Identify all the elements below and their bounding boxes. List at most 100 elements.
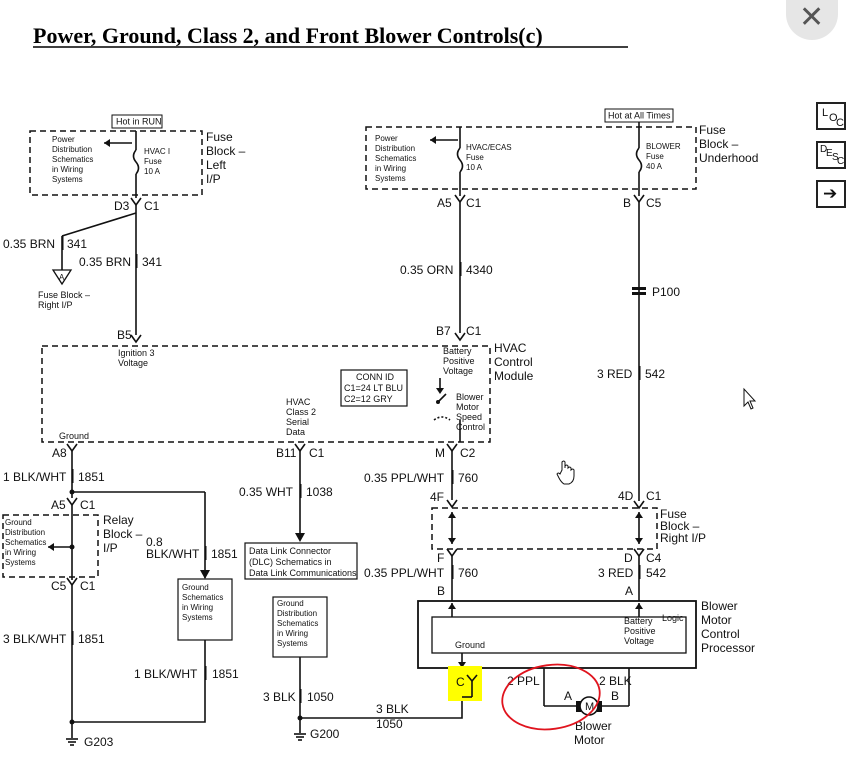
wire-1038: 1038	[306, 485, 333, 499]
blower-motor-label: Blower Motor	[574, 719, 615, 747]
hvac-ground-label: Ground	[59, 431, 89, 441]
hvac-ecas-fuse-label: HVAC/ECAS Fuse 10 A	[466, 143, 514, 172]
pin-a8: A8	[52, 446, 67, 460]
splice-p100: P100	[652, 285, 680, 299]
wire-035-brn-b: 0.35 BRN	[79, 255, 131, 269]
wire-341-b: 341	[142, 255, 162, 269]
fuse-block-left-label: Fuse Block – Left I/P	[206, 130, 249, 186]
power-dist-schem-under: Power Distribution Schematics in Wiring …	[375, 134, 419, 183]
svg-text:A: A	[59, 273, 65, 282]
pin-b11-c1: C1	[309, 446, 325, 460]
motor-m-label: M	[585, 701, 594, 713]
wire-1050-b: 1050	[376, 717, 403, 731]
wire-760-a: 760	[458, 471, 478, 485]
wire-035-ppl-wht-a: 0.35 PPL/WHT	[364, 471, 445, 485]
pin-4f: 4F	[430, 490, 444, 504]
pin-d3: D3	[114, 199, 130, 213]
hot-at-all-times-label: Hot at All Times	[608, 111, 671, 121]
pin-c5-relay: C5	[51, 579, 67, 593]
wire-1851-b: 1851	[211, 547, 238, 561]
ground-schem-box-2	[272, 596, 328, 658]
motor-pin-b: B	[611, 689, 619, 703]
next-button[interactable]: ➔	[816, 180, 846, 208]
close-button[interactable]: ✕	[786, 0, 838, 40]
bmcp-label: Blower Motor Control Processor	[701, 599, 755, 655]
wire-035-ppl-wht-b: 0.35 PPL/WHT	[364, 566, 445, 580]
fuse-block-underhood-box	[365, 126, 697, 190]
relay-block-box	[2, 514, 99, 578]
wire-2-blk: 2 BLK	[599, 674, 632, 688]
ground-schem-text-1: Ground Schematics in Wiring Systems	[182, 583, 226, 622]
bmcp-logic-box	[431, 616, 687, 654]
dlc-text: Data Link Connector (DLC) Schematics in …	[249, 546, 357, 578]
page-title: Power, Ground, Class 2, and Front Blower…	[33, 23, 543, 48]
pin-b11: B11	[276, 446, 297, 460]
pin-b5: B5	[117, 328, 132, 342]
wire-341-a: 341	[67, 237, 87, 251]
pin-a5-under: A5	[437, 196, 452, 210]
hot-in-run-label: Hot in RUN	[116, 117, 162, 127]
fuse-block-left-box	[29, 130, 203, 196]
pin-c-bmcp: C	[456, 675, 465, 689]
ground-schem-box-1	[177, 578, 233, 641]
conn-id-box	[340, 369, 408, 407]
wire-3-blk-b: 3 BLK	[376, 702, 409, 716]
wire-035-orn: 0.35 ORN	[400, 263, 453, 277]
wire-1851-a: 1851	[78, 470, 105, 484]
ground-g203: G203	[84, 735, 114, 749]
pin-b-bmcp: B	[437, 584, 445, 598]
pin-b-under: B	[623, 196, 631, 210]
motor-pin-a: A	[564, 689, 572, 703]
wire-3-red-b: 3 RED	[598, 566, 634, 580]
wire-035-brn-a: 0.35 BRN	[3, 237, 55, 251]
blower-fuse-label: BLOWER Fuse 40 A	[646, 142, 683, 171]
ground-dist-schem-relay: Ground Distribution Schematics in Wiring…	[5, 518, 49, 567]
bmcp-battery-positive-voltage: Battery Positive Voltage	[624, 616, 658, 646]
pin-4d-c1: C1	[646, 489, 662, 503]
pin-m: M	[435, 446, 445, 460]
hand-cursor-icon	[556, 460, 575, 485]
wire-4340: 4340	[466, 263, 493, 277]
wire-08-blk-wht: 0.8 BLK/WHT	[146, 535, 200, 561]
pin-c5-under: C5	[646, 196, 662, 210]
battery-positive-voltage-hvac: Battery Positive Voltage	[443, 346, 477, 376]
wire-1851-c: 1851	[78, 632, 105, 646]
loc-button[interactable]: L O C	[816, 102, 846, 130]
pin-f: F	[437, 551, 444, 565]
wire-542-a: 542	[645, 367, 665, 381]
pin-b7: B7	[436, 324, 451, 338]
hot-in-run-box	[111, 114, 163, 129]
hvac-class2-serial-data: HVAC Class 2 Serial Data	[286, 397, 319, 437]
arrow-cursor-icon	[743, 387, 757, 410]
pin-c1-under: C1	[466, 196, 482, 210]
wire-1-blk-wht-a: 1 BLK/WHT	[3, 470, 67, 484]
wire-542-b: 542	[646, 566, 666, 580]
wire-3-blk-wht: 3 BLK/WHT	[3, 632, 67, 646]
pin-c-highlight	[448, 666, 482, 701]
hvac-i-fuse-label: HVAC I Fuse 10 A	[144, 147, 172, 176]
close-icon: ✕	[799, 0, 825, 35]
conn-id-text: CONN ID C1=24 LT BLU C2=12 GRY	[344, 372, 405, 404]
wire-1-blk-wht-b: 1 BLK/WHT	[134, 667, 198, 681]
desc-button[interactable]: D E S C	[816, 141, 846, 169]
bmcp-logic-label: Logic	[662, 613, 684, 623]
fuse-block-right-ip-ref: Fuse Block – Right I/P	[38, 290, 93, 310]
dlc-box	[244, 542, 358, 580]
wire-1851-d: 1851	[212, 667, 239, 681]
wire-3-blk-a: 3 BLK	[263, 690, 296, 704]
hvac-control-module-box	[41, 345, 491, 443]
red-annotation-circle	[501, 663, 601, 731]
bmcp-ground-label: Ground	[455, 640, 485, 650]
pin-d: D	[624, 551, 633, 565]
relay-block-label: Relay Block – I/P	[103, 513, 146, 555]
wire-3-red-a: 3 RED	[597, 367, 633, 381]
arrow-right-icon: ➔	[823, 184, 838, 204]
wire-1050-a: 1050	[307, 690, 334, 704]
fuse-block-right-ip-box	[431, 507, 658, 550]
pin-d-c4: C4	[646, 551, 662, 565]
wire-035-wht: 0.35 WHT	[239, 485, 294, 499]
pin-c1-left: C1	[144, 199, 160, 213]
pin-c5-relay-c1: C1	[80, 579, 96, 593]
fuse-block-right-ip-label: Fuse Block – Right I/P	[660, 507, 706, 545]
